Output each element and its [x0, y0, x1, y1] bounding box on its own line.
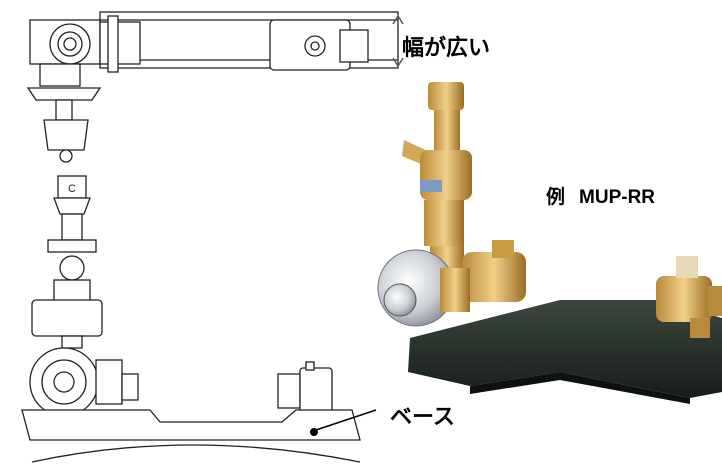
base-label: ベース	[390, 405, 455, 430]
example-model-code: MUP-RR	[579, 187, 656, 208]
example-prefix: 例	[546, 186, 566, 208]
width-wide-label: 幅が広い	[402, 36, 491, 61]
svg-text:C: C	[68, 183, 76, 195]
example-model-label: 例 MUP-RR	[546, 182, 655, 209]
